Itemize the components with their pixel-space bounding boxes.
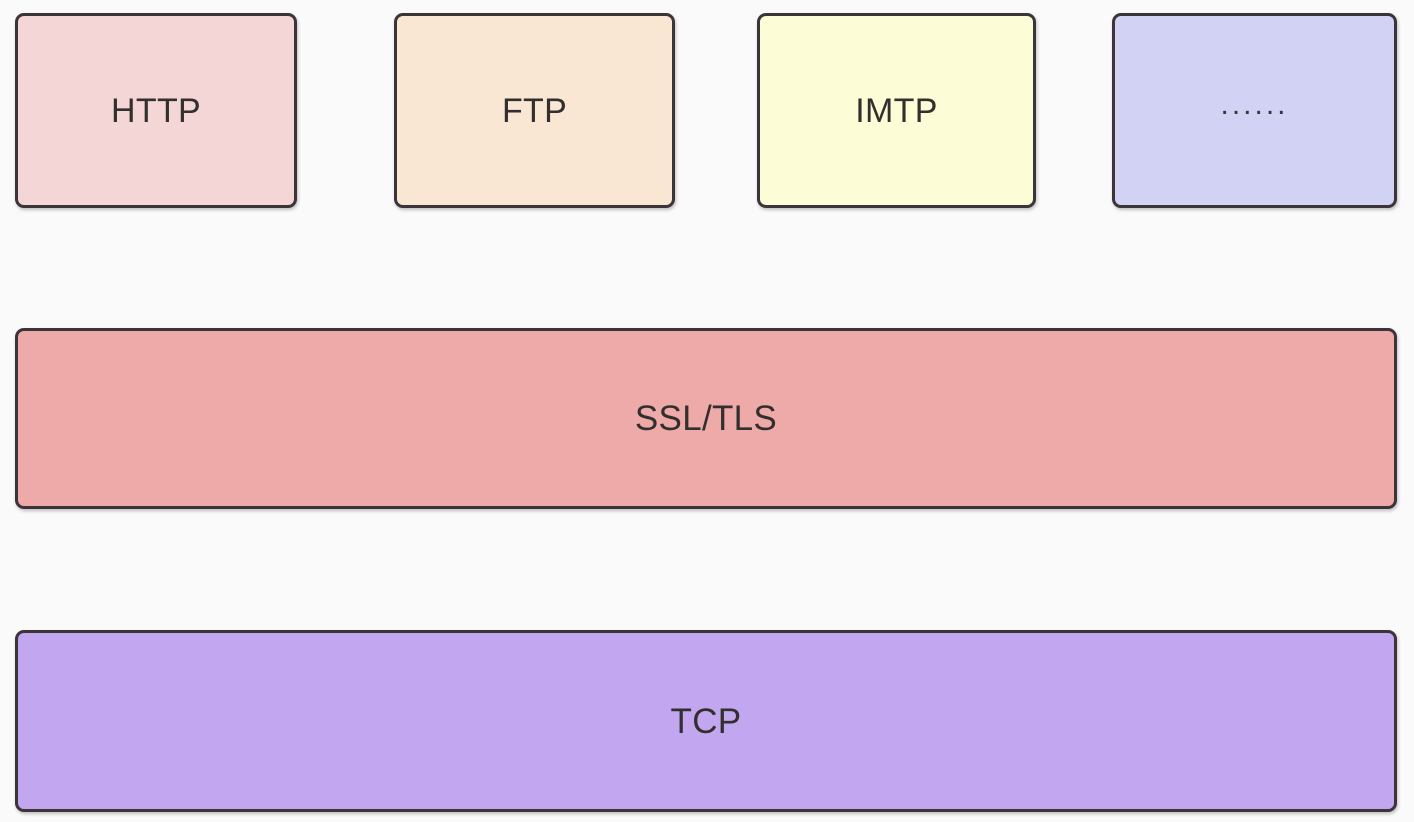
node-ellipsis-label: ...... [1220,87,1289,121]
node-tcp-label: TCP [670,701,742,741]
node-imtp-label: IMTP [855,91,938,130]
node-ellipsis[interactable]: ...... [1112,13,1397,208]
node-http-label: HTTP [111,91,201,130]
node-imtp[interactable]: IMTP [757,13,1036,208]
node-tcp[interactable]: TCP [15,630,1397,812]
node-http[interactable]: HTTP [15,13,297,208]
node-ssl-tls[interactable]: SSL/TLS [15,328,1397,509]
node-ftp-label: FTP [501,91,568,130]
node-ssl-tls-label: SSL/TLS [634,399,778,438]
node-ftp[interactable]: FTP [394,13,675,208]
